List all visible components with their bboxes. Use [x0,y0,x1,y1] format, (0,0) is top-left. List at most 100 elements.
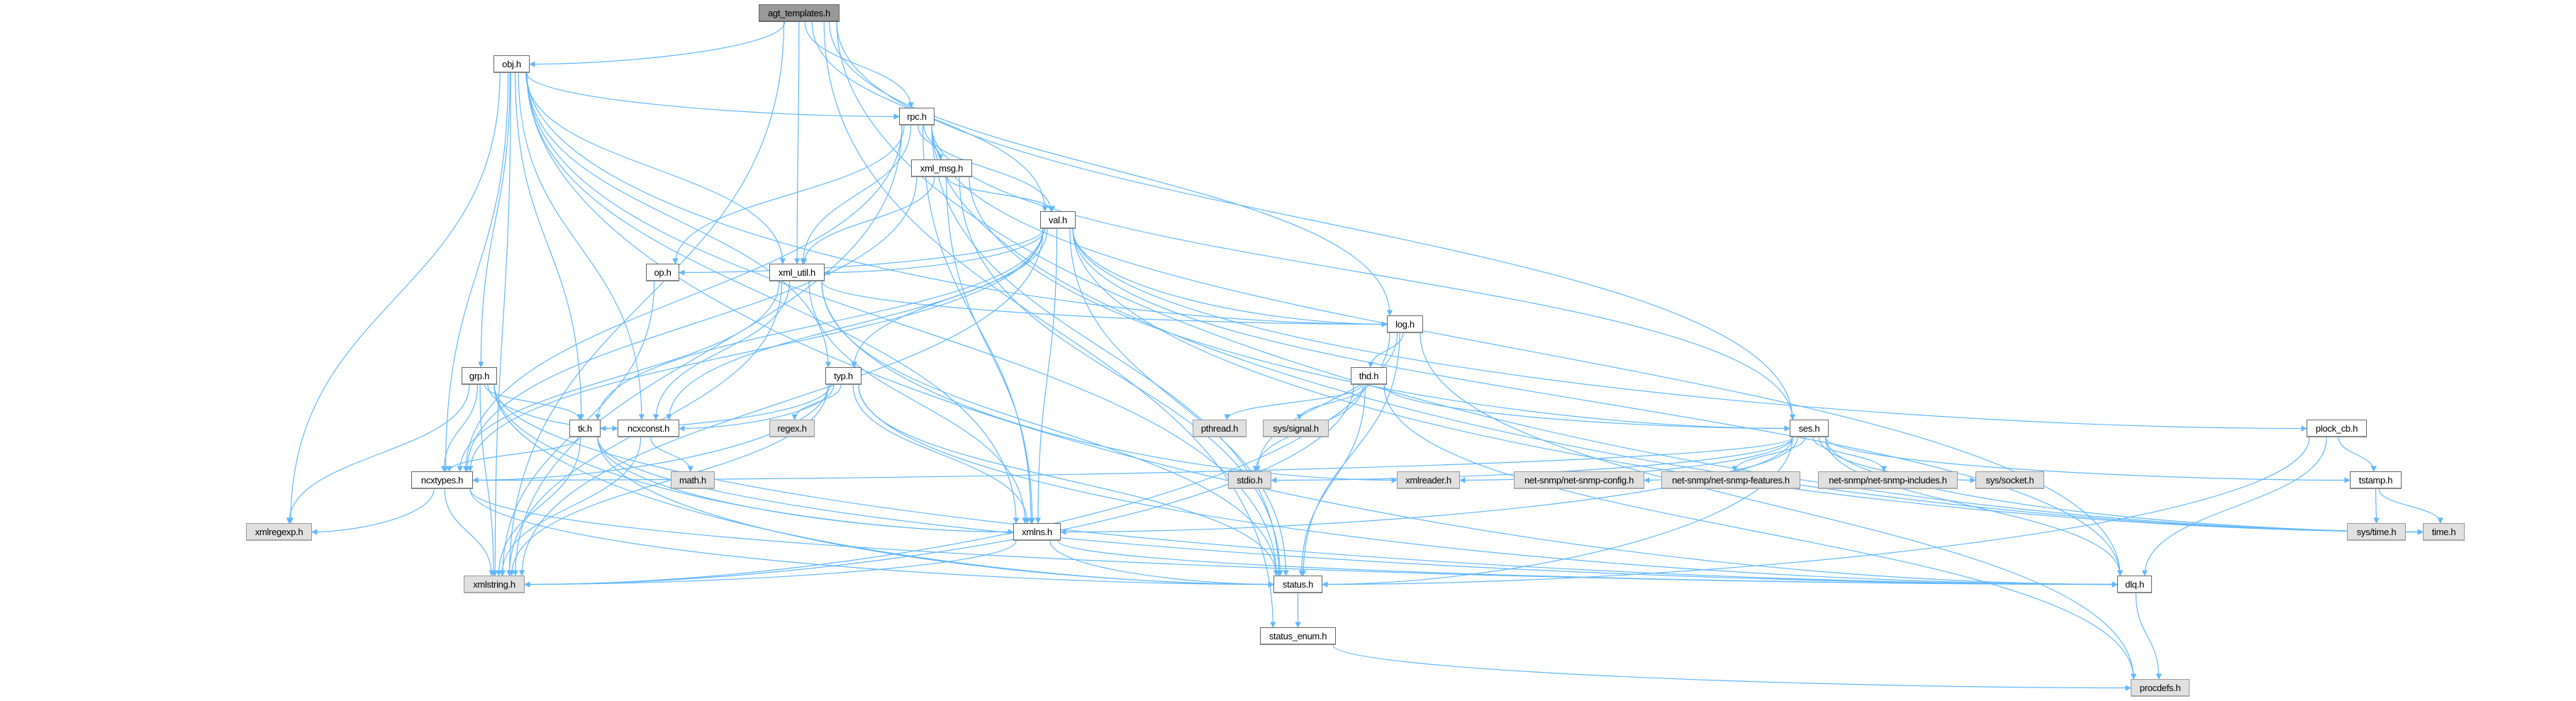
edge-typ-to-xmlns [852,384,1031,524]
edge-agt_templates-to-time [836,21,2424,535]
edge-ncxconst-to-math [650,437,694,472]
edge-log-to-status [1300,332,1400,576]
edge-grp-to-dlq [494,384,2118,588]
edge-ses-to-snmpfeatures [1732,437,1806,472]
edge-obj-to-typ [526,72,832,368]
edge-agt_templates-to-rpc [804,21,914,108]
node-ncxtypes[interactable]: ncxtypes.h [411,471,473,489]
node-rpc[interactable]: rpc.h [899,108,935,125]
edge-tk-to-ncxtypes [446,437,579,472]
edge-grp-to-ncxtypes [440,384,478,472]
edge-agt_templates-to-ses [836,21,1796,420]
node-plock-cb[interactable]: plock_cb.h [2307,420,2367,437]
node-obj[interactable]: obj.h [494,55,530,73]
edge-xml_msg-to-ses [969,176,1790,432]
edge-typ-to-dlq [858,384,2118,588]
edge-val-to-ncxconst [666,228,1044,420]
edge-obj-to-rpc [526,72,900,120]
edge-xmlns-to-dlq [1057,540,2118,588]
node-procdefs[interactable]: procdefs.h [2131,679,2190,697]
edge-val-to-log [1072,228,1388,327]
node-typ[interactable]: typ.h [825,367,862,385]
edge-obj-to-dlq [526,72,2118,588]
edge-ses-to-tstamp [1825,437,2351,483]
node-tstamp[interactable]: tstamp.h [2350,471,2402,489]
edge-typ-to-regex [791,384,842,420]
edge-xml_util-to-ncxtypes [457,281,780,472]
edge-log-to-stdio [1254,332,1398,472]
node-snmpconfig[interactable]: net-snmp/net-snmp-config.h [1514,471,1644,489]
node-dlq[interactable]: dlq.h [2117,576,2152,593]
node-thd[interactable]: thd.h [1351,367,1387,385]
node-socket[interactable]: sys/socket.h [1975,471,2044,489]
edge-agt_templates-to-xml_util [793,21,801,264]
edge-rpc-to-xml_msg [918,125,944,160]
node-systime[interactable]: sys/time.h [2347,523,2406,541]
edge-val-to-xml_util [824,228,1046,276]
edge-thd-to-procdefs [1383,384,2137,680]
edge-xmlns-to-status [1049,540,1274,588]
node-xml-util[interactable]: xml_util.h [769,264,825,281]
node-op[interactable]: op.h [646,264,679,281]
edge-obj-to-log [526,72,1388,327]
node-signal[interactable]: sys/signal.h [1263,420,1329,437]
node-xmlregexp[interactable]: xmlregexp.h [246,523,312,541]
node-pthread[interactable]: pthread.h [1193,420,1247,437]
node-regex[interactable]: regex.h [769,420,815,437]
edge-xml_msg-to-xml_util [801,176,935,264]
edge-val-to-op [679,228,1044,276]
edge-typ-to-ncxconst [679,384,835,432]
node-log[interactable]: log.h [1387,315,1423,333]
edge-val-to-status [1069,228,1289,576]
edge-rpc-to-dlq [931,125,2124,576]
edge-ses-to-snmpincludes [1812,437,1888,472]
node-val[interactable]: val.h [1040,211,1076,229]
node-xmlstring[interactable]: xmlstring.h [464,576,525,593]
node-snmpincludes[interactable]: net-snmp/net-snmp-includes.h [1818,471,1958,489]
edge-ncxtypes-to-dlq [469,488,2118,588]
edge-tk-to-status [597,437,1274,588]
node-snmpfeatures[interactable]: net-snmp/net-snmp-features.h [1661,471,1800,489]
edge-ses-to-ncxtypes [472,437,1793,483]
edge-grp-to-xmlns [494,384,1014,535]
edge-ses-to-stdio [1271,437,1793,483]
node-xmlns[interactable]: xmlns.h [1013,523,1061,541]
edge-rpc-to-xml_util [800,125,912,264]
edge-tstamp-to-systime [2373,488,2380,524]
node-stdio[interactable]: stdio.h [1228,471,1271,489]
node-math[interactable]: math.h [671,471,715,489]
node-ses[interactable]: ses.h [1790,420,1829,437]
node-xml-msg[interactable]: xml_msg.h [911,159,972,177]
node-agt-templates[interactable]: agt_templates.h [759,4,840,22]
edge-xml_util-to-xmlns [808,281,1028,524]
node-xmlreader[interactable]: xmlreader.h [1397,471,1460,489]
node-grp[interactable]: grp.h [462,367,497,385]
node-tk[interactable]: tk.h [569,420,601,437]
edge-obj-to-status [526,72,1280,576]
edge-obj-to-ncxconst [518,72,645,420]
edge-rpc-to-ncxtypes [462,125,903,472]
edge-agt_templates-to-xmlstring [506,21,785,576]
edge-tk-to-xmlstring [496,437,581,576]
edge-typ-to-status [858,384,1280,576]
edge-obj-to-xmlstring [492,72,511,576]
edge-ncxtypes-to-xmlstring [444,488,495,576]
edge-val-to-time [1072,228,2424,535]
edge-rpc-to-status [931,125,1282,576]
edge-xml_msg-to-val [947,176,1055,212]
edge-log-to-procdefs [1420,332,2137,680]
edge-xml_util-to-log [821,281,1388,327]
edge-grp-to-xmlregexp [286,384,470,524]
edge-rpc-to-val [923,125,1054,212]
edge-plock_cb-to-tstamp [2338,437,2377,472]
edge-thd-to-pthread [1224,384,1362,420]
node-ncxconst[interactable]: ncxconst.h [618,420,679,437]
edge-typ-to-ncxtypes [472,384,829,483]
edge-thd-to-ses [1383,384,1790,432]
node-time[interactable]: time.h [2423,523,2465,541]
node-status-enum[interactable]: status_enum.h [1260,627,1336,645]
node-status[interactable]: status.h [1273,576,1322,593]
edge-tk-to-dlq [597,437,2118,588]
edge-obj-to-xmlregexp [287,72,501,524]
